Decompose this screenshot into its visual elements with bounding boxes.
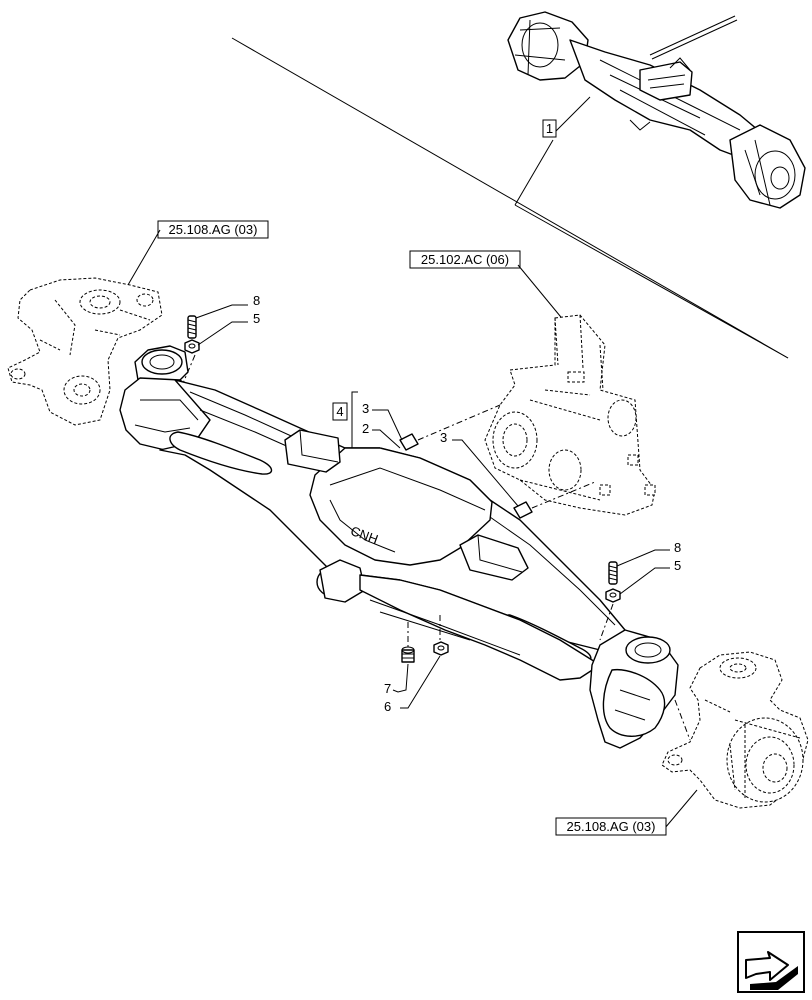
dowel-lower-axis [531,481,596,509]
item-3-right-callout[interactable]: 3 [440,430,447,445]
ref-label-top-right[interactable]: 25.102.AC (06) [421,252,509,267]
item-8-left-callout[interactable]: 8 [253,293,260,308]
item-2-callout[interactable]: 2 [362,421,369,436]
ref-label-top-left-box [157,220,269,239]
differential-housing-ghost [484,314,656,516]
item-7-leader [392,663,409,693]
ref-label-bottom-right[interactable]: 25.108.AG (03) [567,819,656,834]
nut-5-left [184,339,200,354]
ref-label-top-right-box [409,250,521,269]
stud-8-left [187,315,197,339]
nut-5-right [605,588,621,603]
overview-inset: 1 [231,11,806,359]
plug-7 [401,646,415,663]
dowel-pin-lower [513,501,533,519]
item-5-right-leader [619,567,670,595]
item-8-right-callout[interactable]: 8 [674,540,681,555]
item-5-left-callout[interactable]: 5 [253,311,260,326]
item-6-callout[interactable]: 6 [384,699,391,714]
axle-housing: CNH [119,345,679,749]
ref-label-top-left[interactable]: 25.108.AG (03) [169,222,258,237]
ref-label-top-right-group[interactable]: 25.102.AC (06) [409,250,521,269]
item-5-left-leader [197,321,248,346]
inset-divider-line [231,37,789,359]
item-6-leader [400,655,441,709]
item-8-right-leader [616,549,670,567]
ref-bottom-right-leader [664,789,698,829]
plug-6 [433,641,449,656]
item-1-leader [554,96,591,133]
item-5-right-callout[interactable]: 5 [674,558,681,573]
right-steering-knuckle-ghost [661,651,809,809]
item-4-bracket [351,391,358,449]
right-kingpin-axis [599,603,614,641]
ref-top-right-leader [517,264,566,323]
axle-overview-illustration [507,11,806,209]
item-7-callout[interactable]: 7 [384,681,391,696]
item-1-callout[interactable]: 1 [546,121,553,136]
ref-label-top-left-group[interactable]: 25.108.AG (03) [157,220,269,239]
item-3-upper-callout[interactable]: 3 [362,401,369,416]
dowel-upper-axis [417,404,501,441]
inset-divider-line-3 [514,204,789,359]
item-4-group: 4 3 2 [332,391,403,449]
item-3-upper-leader [372,409,403,441]
left-steering-knuckle-ghost [7,277,163,426]
next-page-arrow-icon[interactable] [737,931,805,993]
item-2-leader [372,429,401,449]
ref-top-left-leader [124,229,161,291]
stud-8-right [608,561,618,585]
item-4-box [332,402,348,421]
item-4-callout[interactable]: 4 [336,404,343,419]
item-8-left-leader [195,304,248,319]
dowel-pin-upper [399,433,419,451]
inset-divider-line-2 [514,139,554,206]
ref-label-bottom-right-group[interactable]: 25.108.AG (03) [555,817,667,836]
right-hub-axis [674,699,691,741]
item-1-box [542,119,557,138]
item-3-right-leader [452,439,519,507]
ref-label-bottom-right-box [555,817,667,836]
